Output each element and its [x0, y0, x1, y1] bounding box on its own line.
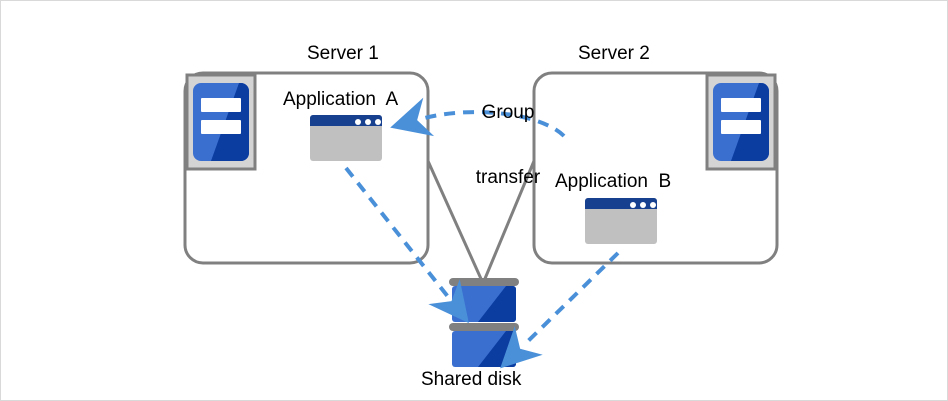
app-window-icon — [310, 115, 382, 161]
server-2-label: Server 2 — [578, 43, 650, 64]
group-transfer-label-line2: transfer — [475, 167, 541, 189]
group-transfer-arrow — [390, 97, 566, 138]
app-b-to-disk-arrow — [500, 251, 620, 369]
server-icon — [705, 73, 777, 171]
app-a-to-disk-arrow — [344, 166, 469, 324]
server-1-to-disk-line — [426, 160, 484, 282]
group-transfer-label: Group transfer — [453, 58, 563, 233]
application-a-label: Application A — [283, 89, 399, 110]
server-2-to-disk-line — [482, 160, 536, 282]
application-b-label: Application B — [555, 171, 672, 192]
shared-disk-icon — [449, 278, 519, 367]
server-1-label: Server 1 — [307, 43, 379, 64]
group-transfer-label-line1: Group — [481, 101, 535, 123]
server-2-box — [532, 71, 779, 265]
server-icon — [185, 73, 257, 171]
app-window-icon — [585, 198, 657, 244]
shared-disk-label: Shared disk — [421, 369, 522, 390]
server-1-box — [183, 71, 430, 265]
